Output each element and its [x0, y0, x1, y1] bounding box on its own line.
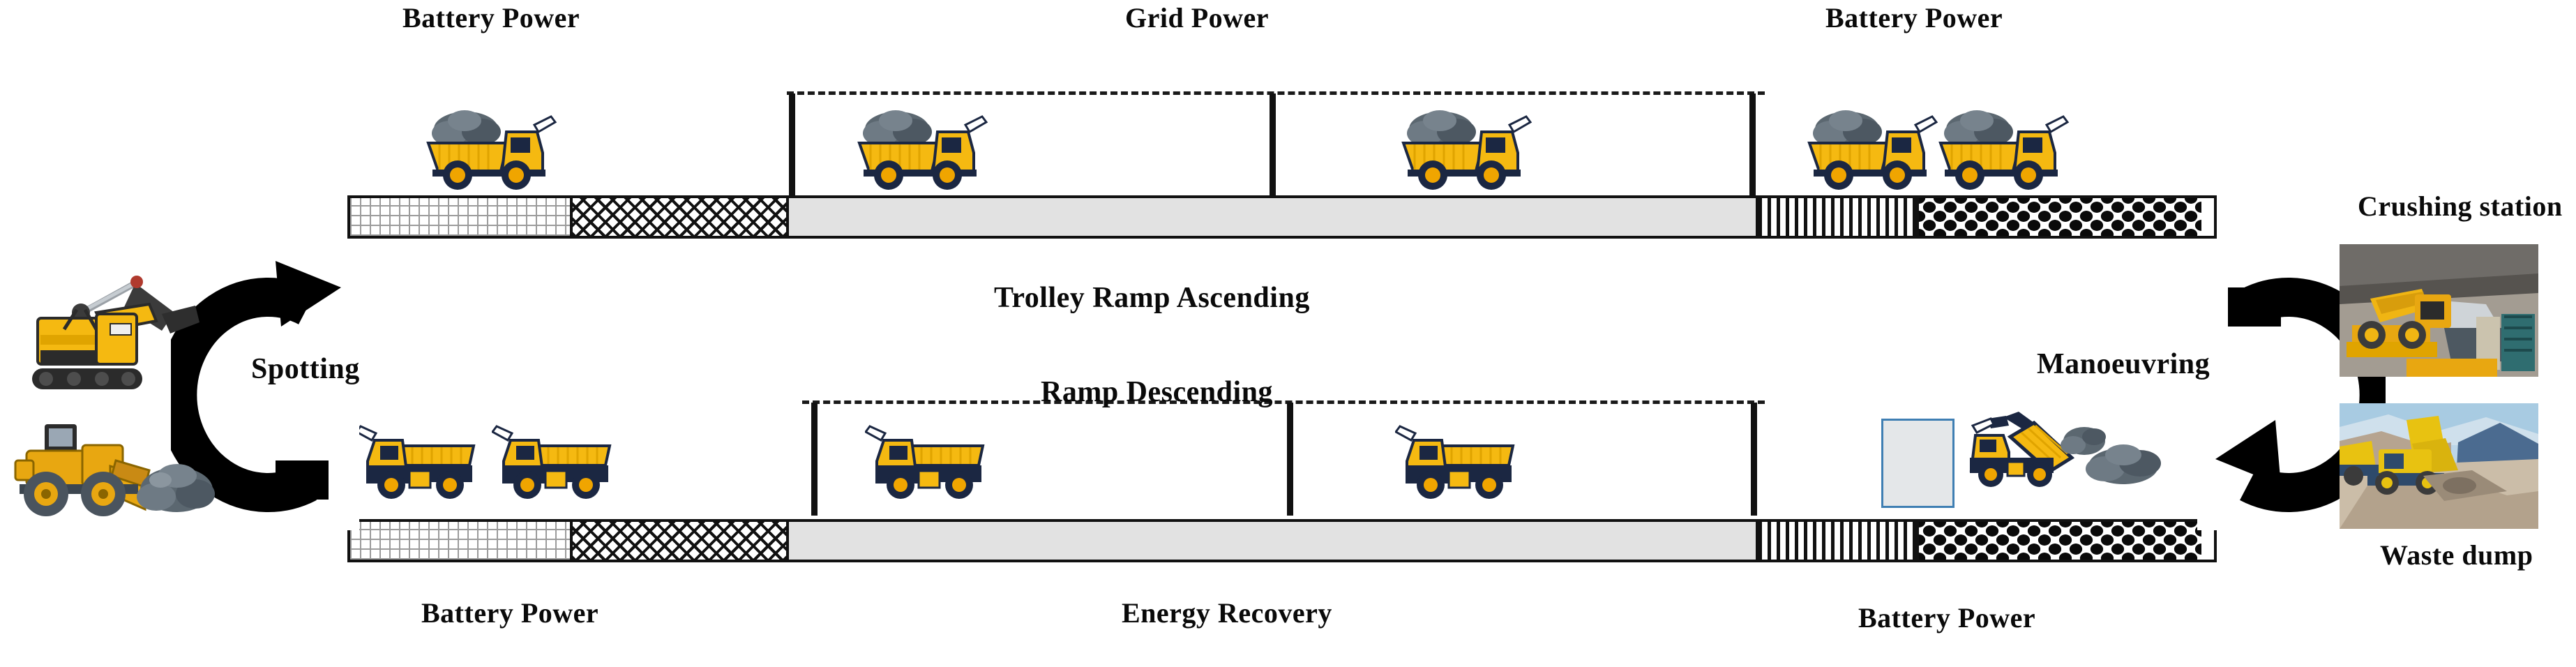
- bottom-corridor-bar: [347, 519, 2217, 562]
- trolley-pylon-top-1: [789, 93, 795, 223]
- label-grid-power: Grid Power: [1125, 2, 1270, 33]
- loaded-truck-3: [1401, 110, 1532, 190]
- trolley-pylon-top-2: [1270, 93, 1276, 223]
- label-ramp-descending: Ramp Descending: [1041, 376, 1274, 408]
- empty-truck-3: [865, 425, 985, 499]
- trolley-catenary-bottom: [802, 400, 1765, 404]
- battery-charge-box: [1881, 419, 1954, 508]
- trolley-pylon-top-3: [1749, 93, 1756, 223]
- label-top-right-battery-power: Battery Power: [1825, 2, 2003, 33]
- loaded-truck-2: [857, 110, 988, 190]
- top-segment-queue-dots: [1916, 198, 2201, 236]
- rope-shovel-icon: [32, 276, 199, 389]
- label-crushing-station: Crushing station: [2358, 190, 2563, 222]
- wheel-loader-icon: [14, 424, 215, 516]
- loaded-truck-4: [1807, 110, 1938, 190]
- label-spotting: Spotting: [251, 353, 360, 385]
- empty-truck-4: [1395, 425, 1515, 499]
- top-corridor-bar: [347, 195, 2217, 239]
- top-segment-battery-hatch: [570, 198, 786, 236]
- trolley-catenary-top: [787, 91, 1765, 95]
- crushing-station-photo: [2340, 244, 2538, 377]
- bottom-segment-battery-grid: [350, 522, 570, 560]
- loaded-truck-1: [426, 110, 557, 190]
- empty-truck-1: [356, 425, 476, 499]
- bottom-segment-queue-dots: [1916, 522, 2201, 560]
- label-waste-dump: Waste dump: [2380, 539, 2533, 571]
- bottom-segment-ramp-descending: [786, 522, 1756, 560]
- label-energy-recovery: Energy Recovery: [1122, 597, 1332, 629]
- label-manoeuvring: Manoeuvring: [2037, 348, 2210, 380]
- waste-dump-photo: [2340, 403, 2538, 529]
- empty-truck-2: [492, 425, 612, 499]
- trolley-pylon-bottom-3: [1751, 403, 1757, 516]
- label-bottom-left-battery-power: Battery Power: [421, 597, 599, 629]
- label-bottom-right-battery-power: Battery Power: [1858, 602, 2036, 634]
- loaded-truck-5: [1938, 110, 2070, 190]
- top-segment-battery-grid: [350, 198, 570, 236]
- trolley-pylon-bottom-2: [1287, 403, 1293, 516]
- label-trolley-ramp-ascending: Trolley Ramp Ascending: [994, 282, 1310, 314]
- label-top-left-battery-power: Battery Power: [402, 2, 580, 33]
- bottom-segment-battery-stripe: [1756, 522, 1916, 560]
- tipping-truck: [1969, 412, 2161, 487]
- top-segment-battery-stripe: [1756, 198, 1916, 236]
- top-segment-trolley-ramp: [786, 198, 1756, 236]
- trolley-pylon-bottom-1: [811, 403, 818, 516]
- bottom-segment-battery-hatch: [570, 522, 786, 560]
